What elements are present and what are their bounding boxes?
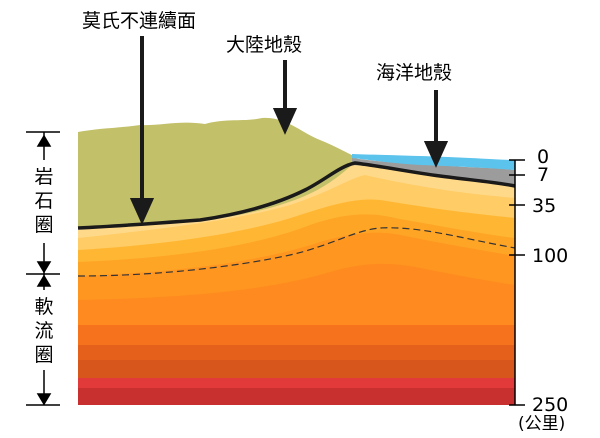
depth-unit: (公里) (518, 414, 566, 434)
label-arrows (129, 36, 449, 225)
asthenosphere-char-2: 流 (34, 320, 54, 342)
depth-tick-250: 250 (532, 394, 569, 416)
moho-line (77, 161, 516, 230)
moho-label: 莫氏不連續面 (82, 10, 197, 32)
oceanic-crust (352, 158, 515, 185)
lithosphere-asthenosphere-boundary (77, 227, 516, 277)
lithosphere-char-3: 圈 (34, 214, 54, 236)
mantle-bands (78, 160, 515, 405)
asthenosphere-char-1: 軟 (34, 296, 54, 318)
asthenosphere-label: 軟 流 圈 (32, 295, 56, 367)
depth-tick-35: 35 (532, 195, 557, 217)
continental-crust-label: 大陸地殼 (226, 34, 303, 56)
lithosphere-char-1: 岩 (34, 166, 54, 188)
depth-tick-100: 100 (532, 245, 569, 267)
asthenosphere-char-3: 圈 (34, 344, 54, 366)
depth-tick-0: 0 (537, 146, 550, 168)
depth-tick-7: 7 (537, 164, 550, 186)
lithosphere-char-2: 石 (34, 190, 54, 212)
layer-brackets (26, 131, 60, 406)
lithosphere-label: 岩 石 圈 (32, 165, 56, 237)
oceanic-crust-label: 海洋地殼 (376, 62, 453, 84)
depth-scale (509, 159, 525, 406)
